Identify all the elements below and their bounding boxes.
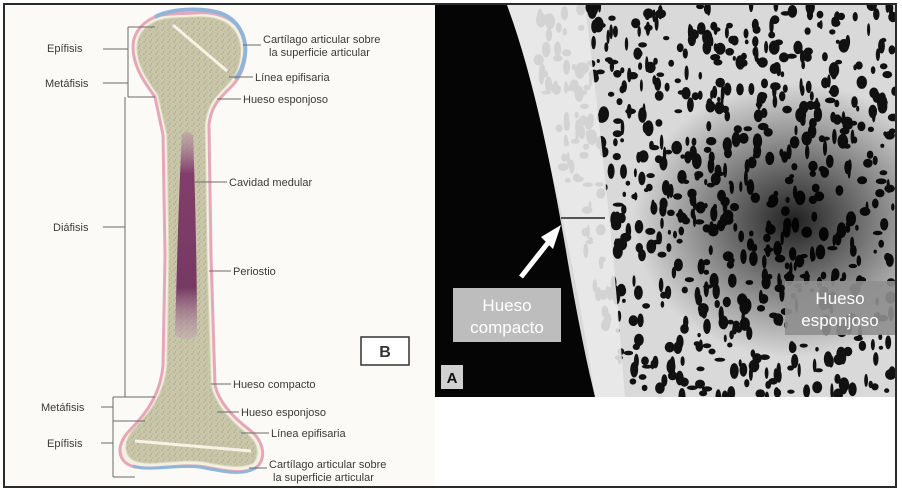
bone-diagram-svg: Epífisis Metáfisis Diáfisis Metáfisis Ep… — [5, 5, 435, 486]
label-metaphysis-bottom: Metáfisis — [41, 402, 85, 414]
label-epiphysis-top: Epífisis — [47, 43, 83, 55]
label-epiphyseal-line-bottom: Línea epifisaria — [271, 428, 346, 440]
label-periosteum: Periostio — [233, 266, 276, 278]
label-cartilage-top-line1: Cartílago articular sobre — [263, 34, 380, 46]
label-epiphysis-bottom: Epífisis — [47, 438, 83, 450]
label-diaphysis: Diáfisis — [53, 222, 89, 234]
panel-b-bone-diagram: Epífisis Metáfisis Diáfisis Metáfisis Ep… — [5, 5, 435, 486]
label-cartilage-bottom-line2: la superficie articular — [273, 472, 374, 484]
label-spongy-bottom: Hueso esponjoso — [241, 407, 326, 419]
label-cartilage-bottom-line1: Cartílago articular sobre — [269, 459, 386, 471]
label-epiphyseal-line-top: Línea epifisaria — [255, 72, 330, 84]
label-metaphysis-top: Metáfisis — [45, 78, 89, 90]
spongy-label-line1: Hueso — [815, 289, 864, 308]
compact-label-line1: Hueso — [482, 296, 531, 315]
compact-label-line2: compacto — [470, 318, 544, 337]
spongy-label-line2: esponjoso — [801, 311, 879, 330]
panel-b-letter: B — [379, 344, 391, 361]
figure-frame: Epífisis Metáfisis Diáfisis Metáfisis Ep… — [3, 3, 897, 488]
label-cartilage-top-line2: la superficie articular — [269, 47, 370, 59]
label-medullary-cavity: Cavidad medular — [229, 177, 312, 189]
panel-a-micrograph: Hueso compacto Hueso esponjoso A — [435, 5, 895, 397]
label-spongy-top: Hueso esponjoso — [243, 94, 328, 106]
label-compact-bone: Hueso compacto — [233, 379, 316, 391]
panel-a-blank-area — [435, 397, 895, 486]
panel-a-letter: A — [447, 370, 458, 387]
micrograph-svg: Hueso compacto Hueso esponjoso A — [435, 5, 895, 397]
